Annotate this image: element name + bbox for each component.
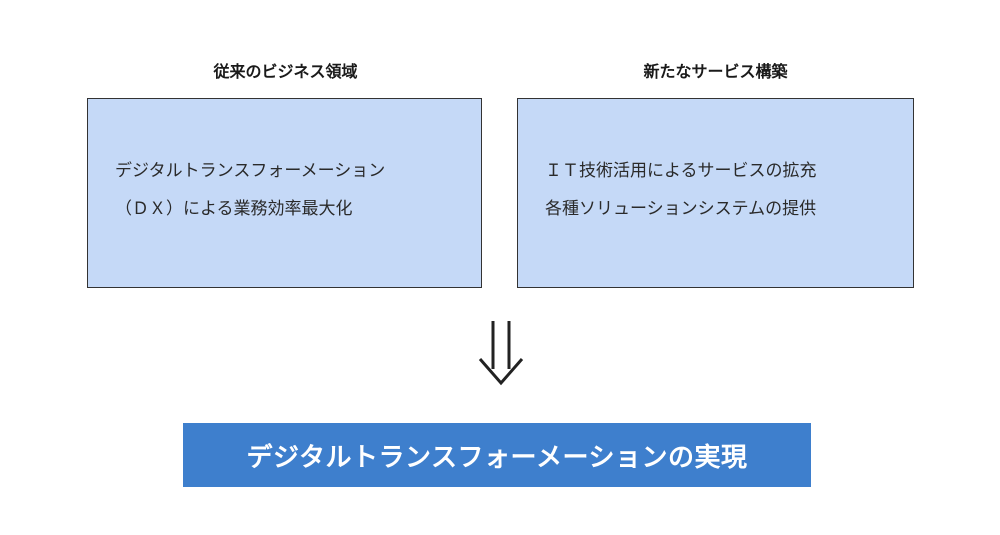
right-panel-box: ＩＴ技術活用によるサービスの拡充 各種ソリューションシステムの提供 — [517, 98, 914, 288]
left-panel-box: デジタルトランスフォーメーション （ＤＸ）による業務効率最大化 — [87, 98, 482, 288]
right-panel-heading: 新たなサービス構築 — [643, 62, 788, 81]
result-banner-label: デジタルトランスフォーメーションの実現 — [246, 442, 748, 473]
left-panel-line-2: （ＤＸ）による業務効率最大化 — [115, 199, 353, 219]
right-panel-line-1: ＩＴ技術活用によるサービスの拡充 — [545, 161, 817, 181]
result-banner: デジタルトランスフォーメーションの実現 — [183, 423, 811, 487]
left-panel-heading: 従来のビジネス領域 — [213, 62, 358, 81]
double-down-arrow-icon — [478, 321, 524, 386]
left-panel-line-1: デジタルトランスフォーメーション — [115, 161, 386, 181]
right-panel-line-2: 各種ソリューションシステムの提供 — [545, 199, 817, 219]
